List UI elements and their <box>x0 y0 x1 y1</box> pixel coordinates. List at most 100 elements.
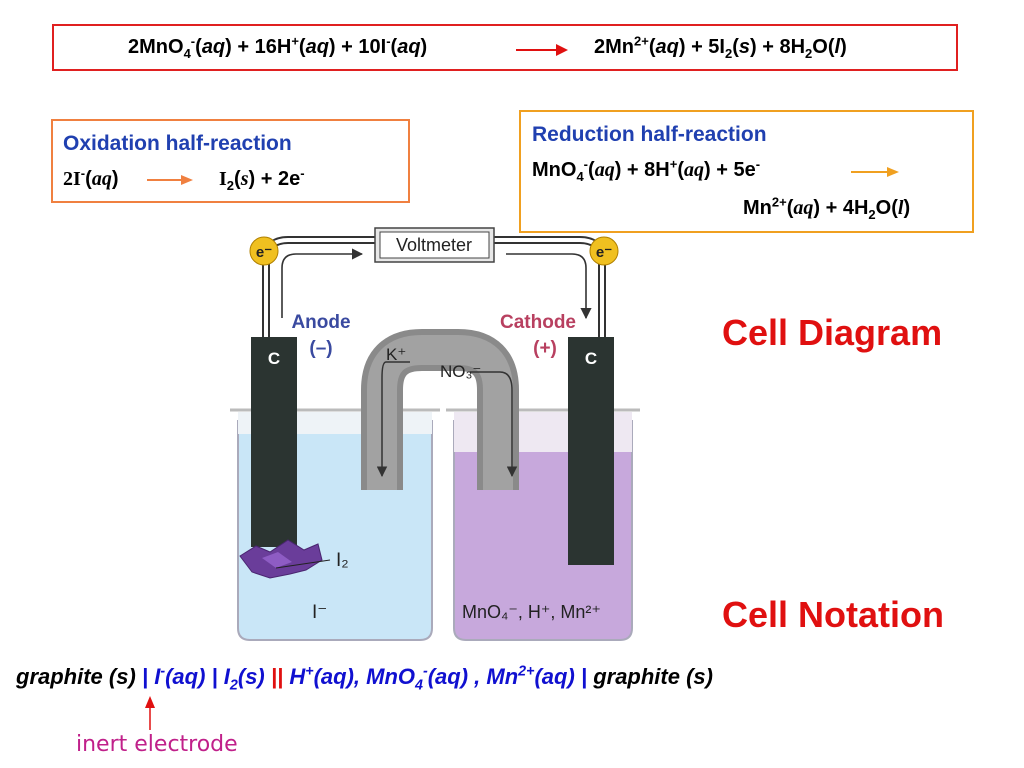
electrons: + 2e <box>260 168 301 190</box>
salt-bridge-arrow-left <box>376 361 410 478</box>
product: I <box>219 168 227 190</box>
anode-electrode-label: C <box>268 349 280 368</box>
cathode-label: Cathode <box>500 312 576 333</box>
cathode-electrode: C <box>568 337 614 565</box>
state: s <box>738 36 751 58</box>
r1: MnO <box>532 159 577 181</box>
electron-badge-right: e⁻ <box>589 236 619 266</box>
inert-electrode-arrow <box>145 696 155 730</box>
cell-diagram-title: Cell Diagram <box>722 312 943 353</box>
reactant-h: + 16H <box>237 36 292 58</box>
reactant-i: + 10I <box>341 36 387 58</box>
sup: + <box>291 33 299 49</box>
sub: 2 <box>868 207 876 222</box>
r3: + 5e <box>716 159 756 181</box>
salt-bridge-symbol: || <box>264 664 290 689</box>
phase-boundary: | <box>205 664 224 689</box>
salt-bridge-no3-label: NO₃⁻ <box>440 362 481 381</box>
sub: 4 <box>576 169 584 184</box>
tail: O <box>812 36 828 58</box>
product-i2: + 5I <box>691 36 725 58</box>
reduction-arrow <box>851 167 899 177</box>
reduction-products: Mn2+(aq) + 4H2O(l) <box>743 194 911 222</box>
voltmeter: Voltmeter <box>374 227 495 263</box>
reduction-box: Reduction half-reaction MnO4-(aq) + 8H+(… <box>519 110 974 233</box>
sup: 2+ <box>518 663 535 680</box>
cathode-sign: (+) <box>533 338 557 359</box>
overall-products: 2Mn2+(aq) + 5I2(s) + 8H2O(l) <box>594 33 847 61</box>
notation-state: (s) <box>237 664 265 689</box>
state: aq <box>793 197 814 219</box>
iodine-label: I₂ <box>336 550 349 571</box>
sup: - <box>386 33 391 49</box>
notation-h: H <box>289 664 306 689</box>
voltmeter-label: Voltmeter <box>396 235 472 255</box>
cathode-electrode-label: C <box>585 349 597 368</box>
iodide-label: I⁻ <box>312 602 327 623</box>
sup: 2+ <box>634 33 649 49</box>
state: l <box>897 197 904 219</box>
sub: 2 <box>724 46 733 61</box>
reactant-mno4: 2MnO <box>128 36 184 58</box>
p1: Mn <box>743 197 772 219</box>
sup: - <box>80 165 86 181</box>
reduction-reactants: MnO4-(aq) + 8H+(aq) + 5e- <box>532 156 761 184</box>
product-mn: 2Mn <box>594 36 634 58</box>
sup: - <box>583 156 589 172</box>
sup: - <box>160 663 166 680</box>
reduction-title: Reduction half-reaction <box>532 123 767 146</box>
overall-reaction-box: 2MnO4-(aq) + 16H+(aq) + 10I-(aq) 2Mn2+(a… <box>52 24 958 71</box>
sub: 2 <box>229 677 238 694</box>
sup: + <box>669 156 678 172</box>
sup: - <box>755 156 761 172</box>
sub: 2 <box>226 178 235 193</box>
salt-bridge-k-label: K⁺ <box>386 345 406 364</box>
sub: 2 <box>805 46 813 61</box>
sup: + <box>305 663 314 680</box>
anode-sign: (–) <box>309 338 332 359</box>
r2: + 8H <box>626 159 670 181</box>
electron-flow-arrow-left <box>281 248 364 318</box>
oxidation-arrow <box>147 175 193 185</box>
sup: - <box>300 165 305 181</box>
state: aq <box>594 159 615 181</box>
reaction-arrow <box>516 44 568 56</box>
oxidation-title: Oxidation half-reaction <box>63 132 292 155</box>
right-solution-label: MnO₄⁻, H⁺, Mn²⁺ <box>462 602 601 622</box>
state: aq <box>397 36 421 58</box>
state: l <box>834 36 841 58</box>
state: aq <box>91 168 112 190</box>
sub: 4 <box>183 46 191 61</box>
electron-badge-left: e⁻ <box>249 236 279 266</box>
p2: + 4H <box>825 197 869 219</box>
phase-boundary: | <box>574 664 594 689</box>
notation-iodine: I <box>223 664 230 689</box>
oxidation-reactant: 2I-(aq) <box>63 165 119 190</box>
oxidation-product: I2(s) + 2e- <box>219 165 305 193</box>
notation-mno4: (aq), MnO <box>313 664 415 689</box>
sup: - <box>190 33 196 49</box>
state: aq <box>305 36 329 58</box>
anode-label: Anode <box>291 312 350 333</box>
anode-electrode: C <box>251 337 297 547</box>
notation-mn: (aq) , Mn <box>427 664 519 689</box>
oxidation-box: Oxidation half-reaction 2I-(aq) I2(s) + … <box>51 119 410 203</box>
notation-state: (aq) <box>165 664 206 689</box>
iodine-crystals <box>239 539 331 579</box>
notation-iodide: I <box>154 664 161 689</box>
state: aq <box>201 36 226 58</box>
notation-state: (aq) <box>534 664 575 689</box>
sub: 4 <box>415 677 423 694</box>
reactant: 2I <box>63 168 81 190</box>
sup: - <box>422 663 428 680</box>
overall-reactants: 2MnO4-(aq) + 16H+(aq) + 10I-(aq) <box>128 33 428 61</box>
phase-boundary: | <box>135 664 155 689</box>
sup: 2+ <box>771 194 787 210</box>
electron-right-label: e⁻ <box>596 244 612 261</box>
state: aq <box>655 36 679 58</box>
notation-cathode-electrode: graphite (s) <box>593 664 713 689</box>
tail: O <box>875 197 892 219</box>
cell-notation: graphite (s) | I-(aq) | I2(s) || H+(aq),… <box>16 663 713 694</box>
cell-notation-title: Cell Notation <box>722 594 944 635</box>
